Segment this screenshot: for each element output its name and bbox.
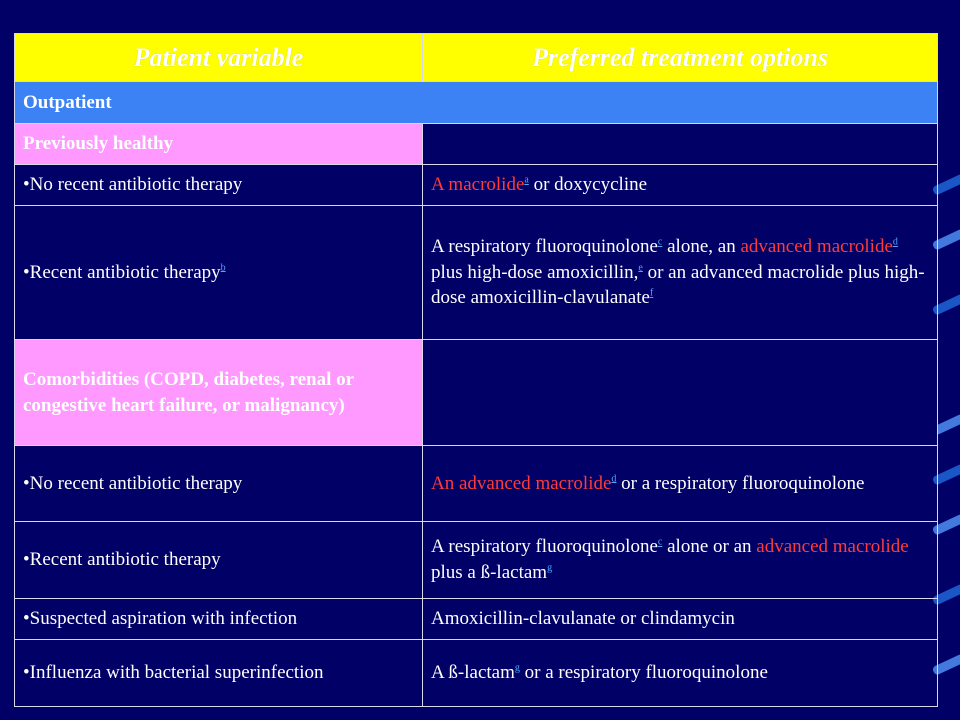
header-patient-variable: Patient variable — [14, 33, 423, 82]
footnote-link[interactable]: a — [524, 174, 529, 186]
subgroup-row: Previously healthy — [14, 123, 938, 165]
section-row: Outpatient — [14, 81, 938, 124]
variable-cell: •Influenza with bacterial superinfection — [14, 639, 423, 707]
treatment-table: Patient variable Preferred treatment opt… — [14, 33, 938, 707]
subgroup-row: Comorbidities (COPD, diabetes, renal or … — [14, 339, 938, 446]
footnote-link[interactable]: f — [649, 287, 654, 299]
table-row: •Recent antibiotic therapyb A respirator… — [14, 205, 938, 340]
treatment-cell: Amoxicillin-clavulanate or clindamycin — [422, 598, 938, 640]
footnote-link[interactable]: c — [657, 236, 663, 248]
footnote-link[interactable]: g — [514, 662, 520, 674]
table-row: •No recent antibiotic therapy A macrolid… — [14, 164, 938, 206]
variable-cell: •Recent antibiotic therapy — [14, 521, 423, 599]
treatment-cell: A respiratory fluoroquinolonec alone or … — [422, 521, 938, 599]
variable-cell: •No recent antibiotic therapy — [14, 445, 423, 522]
footnote-link[interactable]: d — [892, 236, 898, 248]
variable-cell: •No recent antibiotic therapy — [14, 164, 423, 206]
subgroup-comorbidities: Comorbidities (COPD, diabetes, renal or … — [14, 339, 423, 446]
header-row: Patient variable Preferred treatment opt… — [14, 33, 938, 82]
footnote-link[interactable]: d — [611, 473, 617, 485]
table-row: •Recent antibiotic therapy A respiratory… — [14, 521, 938, 599]
variable-cell: •Suspected aspiration with infection — [14, 598, 423, 640]
footnote-link[interactable]: g — [547, 562, 553, 574]
footnote-link[interactable]: b — [220, 262, 226, 274]
subgroup-previously-healthy: Previously healthy — [14, 123, 423, 165]
blank-cell — [422, 339, 938, 446]
table-row: •Influenza with bacterial superinfection… — [14, 639, 938, 707]
footnote-link[interactable]: e — [638, 262, 643, 274]
treatment-cell: A ß-lactamg or a respiratory fluoroquino… — [422, 639, 938, 707]
treatment-cell: A macrolidea or doxycycline — [422, 164, 938, 206]
treatment-cell: A respiratory fluoroquinolonec alone, an… — [422, 205, 938, 340]
variable-cell: •Recent antibiotic therapyb — [14, 205, 423, 340]
treatment-cell: An advanced macrolided or a respiratory … — [422, 445, 938, 522]
blank-cell — [422, 123, 938, 165]
section-outpatient: Outpatient — [14, 81, 938, 124]
footnote-link[interactable]: c — [657, 537, 663, 549]
table-row: •Suspected aspiration with infection Amo… — [14, 598, 938, 640]
table-row: •No recent antibiotic therapy An advance… — [14, 445, 938, 522]
header-treatment-options: Preferred treatment options — [422, 33, 938, 82]
